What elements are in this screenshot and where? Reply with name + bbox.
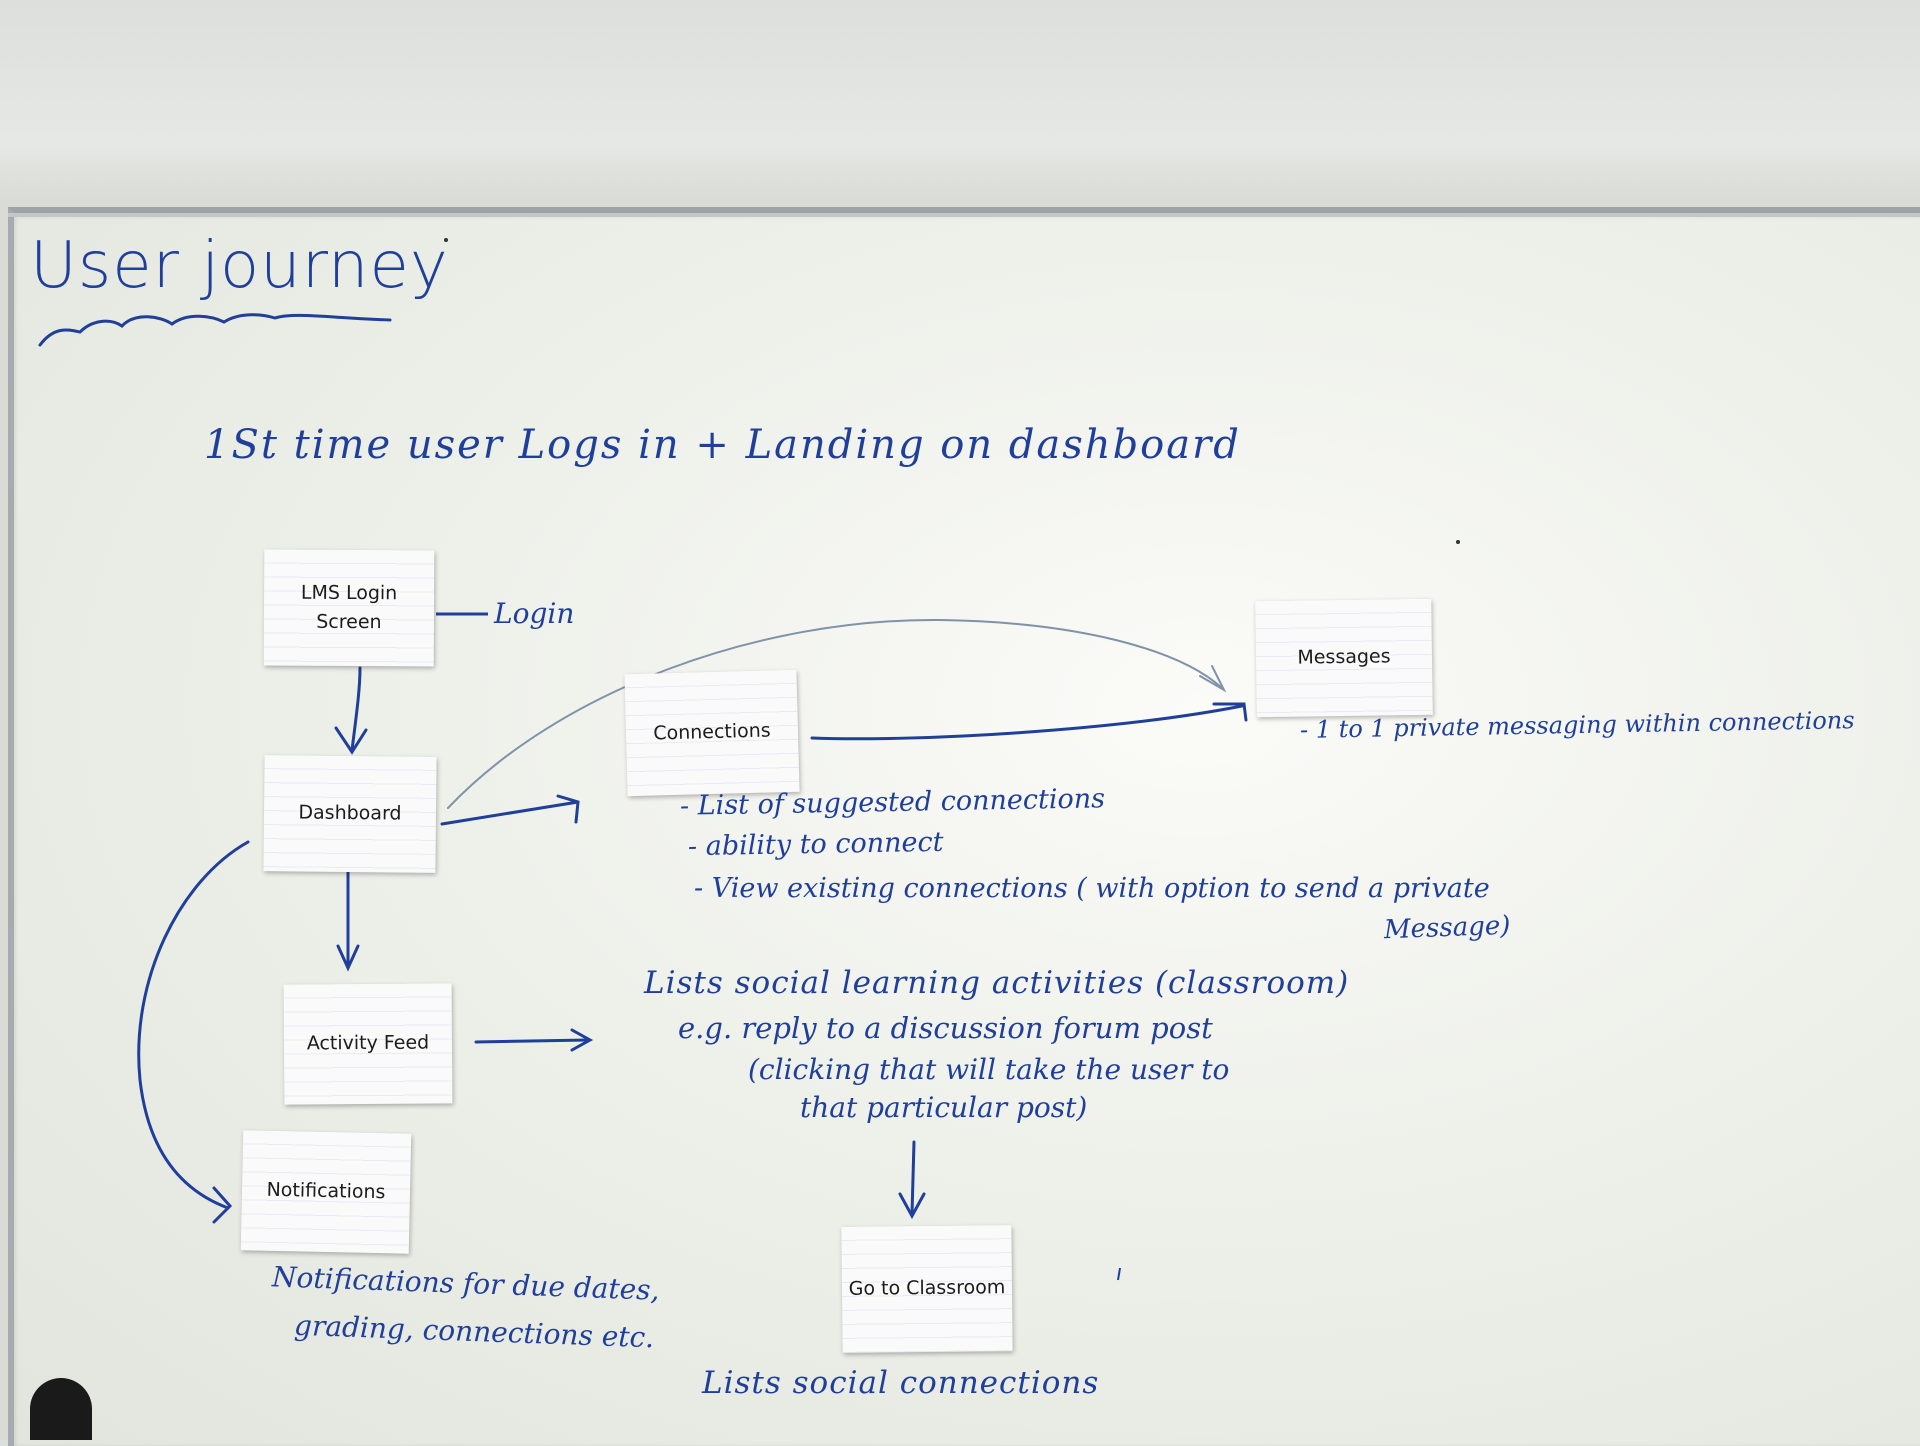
connections-bullet-existing: - View existing connections ( with optio…	[694, 873, 1490, 904]
board-title: User journey	[30, 229, 449, 303]
activity-description-line3: (clicking that will take the user to	[748, 1053, 1230, 1086]
activity-description-line2: e.g. reply to a discussion forum post	[678, 1011, 1213, 1045]
arrow-dashboard-to-messages	[447, 618, 1227, 809]
title-underline	[38, 313, 392, 347]
arrow-description-to-classroom	[898, 1140, 926, 1220]
card-connections: Connections	[624, 669, 800, 797]
activity-description-line1: Lists social learning activities (classr…	[644, 965, 1350, 1001]
board-subtitle: 1St time user Logs in + Landing on dashb…	[204, 422, 1241, 468]
connections-bullet-ability: - ability to connect	[687, 826, 944, 863]
arrow-dashboard-to-connections	[440, 794, 580, 826]
arrow-login-to-dashboard	[334, 666, 368, 755]
arrow-dashboard-to-activity	[336, 870, 360, 972]
board-magnet	[30, 1378, 92, 1440]
arrow-activity-to-description	[474, 1028, 594, 1052]
connections-bullet-existing-cont: Message)	[1383, 910, 1511, 946]
card-dashboard: Dashboard	[263, 755, 437, 873]
marker-dot	[1456, 540, 1460, 544]
activity-description-line4: that particular post)	[800, 1091, 1088, 1124]
whiteboard-frame-edge	[8, 213, 1920, 217]
card-go-to-classroom: Go to Classroom	[841, 1225, 1013, 1353]
marker-dot	[444, 238, 448, 242]
card-notifications: Notifications	[240, 1130, 412, 1254]
card-activity-feed: Activity Feed	[283, 983, 453, 1105]
login-action-label: Login	[494, 597, 575, 630]
arrow-dashboard-to-notifications	[137, 840, 250, 1224]
card-messages: Messages	[1255, 598, 1433, 718]
card-lms-login: LMS Login Screen	[263, 549, 435, 667]
arrow-messages-to-connections	[810, 702, 1248, 741]
classroom-description: Lists social connections	[702, 1365, 1100, 1401]
marker-tick	[1117, 1267, 1121, 1281]
